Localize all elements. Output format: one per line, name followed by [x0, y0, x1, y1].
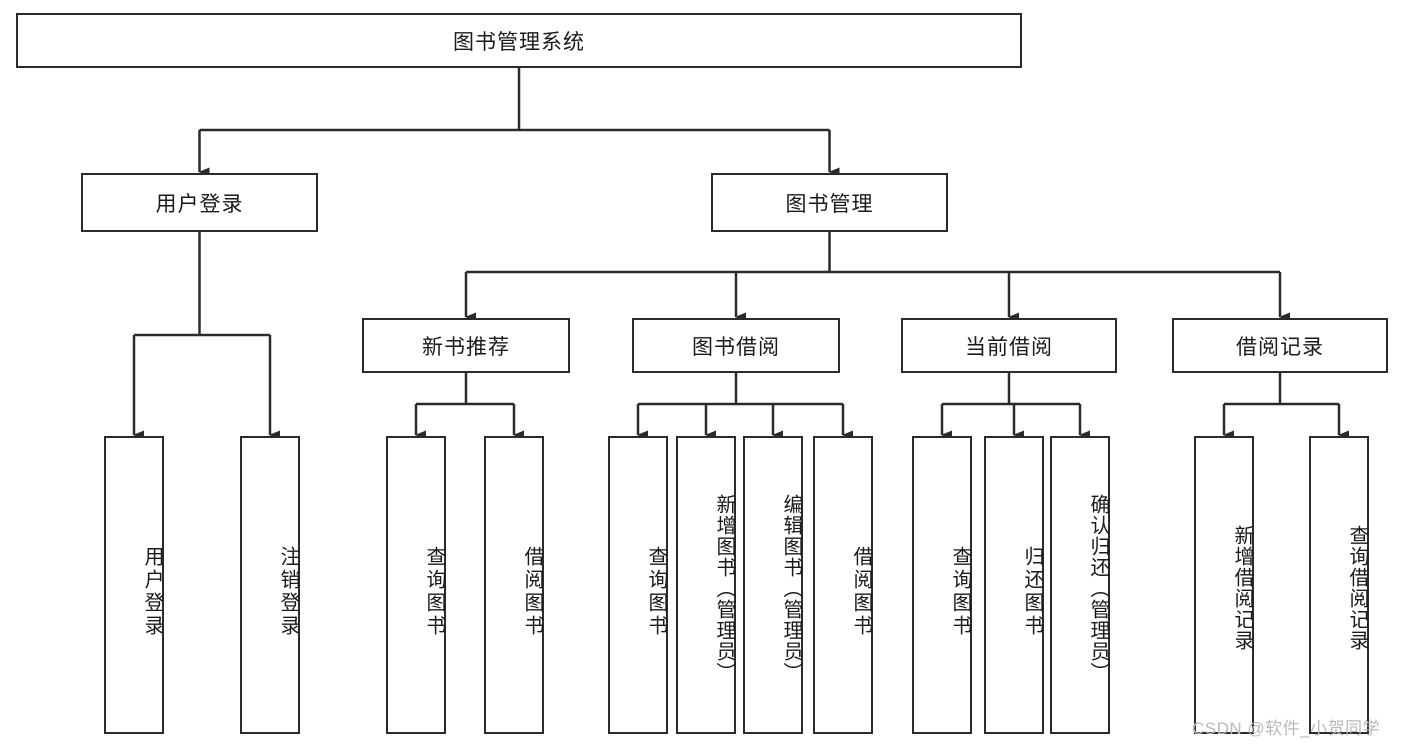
- node-leaf-6[interactable]: 新增图书（管理员）: [676, 436, 736, 734]
- node-label: 编辑图书（管理员）: [780, 493, 802, 683]
- node-label: 图书管理系统: [453, 30, 585, 54]
- node-leaf-7[interactable]: 编辑图书（管理员）: [743, 436, 803, 734]
- node-leaf-4[interactable]: 借阅图书: [484, 436, 544, 734]
- node-label: 借阅图书: [521, 546, 543, 638]
- node-leaf-3[interactable]: 查询图书: [386, 436, 446, 734]
- node-label: 注销登录: [277, 546, 299, 638]
- node-leaf-8[interactable]: 借阅图书: [813, 436, 873, 734]
- node-leaf-9[interactable]: 查询图书: [912, 436, 972, 734]
- node-leaf-1[interactable]: 用户登录: [104, 436, 164, 734]
- node-user-login[interactable]: 用户登录: [81, 173, 318, 232]
- node-label: 用户登录: [141, 546, 163, 638]
- node-label: 新书推荐: [422, 335, 510, 359]
- node-label: 图书管理: [785, 192, 874, 216]
- node-borrow-log[interactable]: 借阅记录: [1172, 318, 1388, 373]
- node-new-book-rec[interactable]: 新书推荐: [362, 318, 570, 373]
- node-label: 借阅图书: [850, 546, 872, 638]
- node-label: 图书借阅: [692, 335, 780, 359]
- node-book-borrow[interactable]: 图书借阅: [632, 318, 840, 373]
- node-label: 新增图书（管理员）: [713, 493, 735, 683]
- csdn-watermark: CSDN @软件_小贺同学: [1192, 719, 1381, 738]
- node-leaf-5[interactable]: 查询图书: [608, 436, 668, 734]
- node-label: 查询借阅记录: [1346, 525, 1368, 651]
- node-label: 新增借阅记录: [1231, 525, 1253, 651]
- node-label: 查询图书: [949, 546, 971, 638]
- node-leaf-12[interactable]: 新增借阅记录: [1194, 436, 1254, 734]
- edge-paths: [132, 68, 1349, 440]
- node-leaf-13[interactable]: 查询借阅记录: [1309, 436, 1369, 734]
- node-label: 查询图书: [645, 546, 667, 638]
- node-label: 用户登录: [155, 192, 244, 216]
- node-label: 确认归还（管理员）: [1087, 493, 1109, 683]
- node-cur-borrow[interactable]: 当前借阅: [901, 318, 1117, 373]
- node-label: 借阅记录: [1236, 335, 1324, 359]
- node-label: 归还图书: [1021, 546, 1043, 638]
- node-book-mgmt[interactable]: 图书管理: [711, 173, 948, 232]
- node-leaf-10[interactable]: 归还图书: [984, 436, 1044, 734]
- node-label: 查询图书: [423, 546, 445, 638]
- node-leaf-2[interactable]: 注销登录: [240, 436, 300, 734]
- node-leaf-11[interactable]: 确认归还（管理员）: [1050, 436, 1110, 734]
- node-label: 当前借阅: [965, 335, 1053, 359]
- node-root[interactable]: 图书管理系统: [16, 13, 1022, 68]
